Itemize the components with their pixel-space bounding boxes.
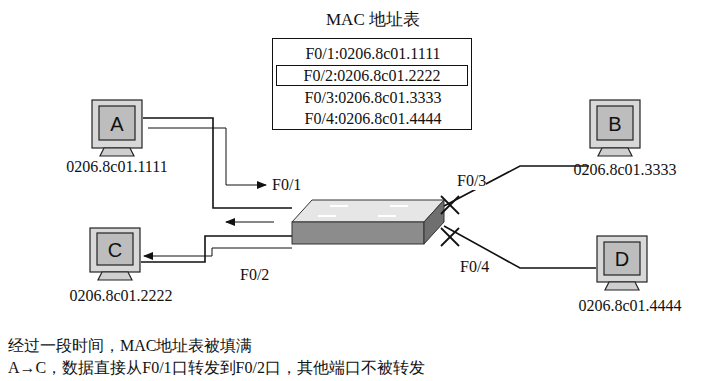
port-label: F0/4 [460, 258, 489, 276]
cable [141, 118, 596, 268]
computer: C0206.8c01.2222 [97, 233, 133, 265]
table-row: F0/1:0206.8c01.1111 [305, 45, 440, 63]
mac-address: 0206.8c01.4444 [578, 297, 681, 315]
computer: B0206.8c01.3333 [597, 106, 633, 140]
table-row: F0/2:0206.8c01.2222 [304, 67, 441, 85]
host-name: C [108, 239, 122, 261]
computer-icon [590, 100, 640, 156]
computer-icon [92, 100, 142, 156]
mac-address: 0206.8c01.3333 [573, 161, 676, 179]
port-label: F0/2 [240, 266, 269, 284]
port-label: F0/3 [457, 172, 486, 190]
caption-line: A→C，数据直接从F0/1口转发到F0/2口，其他端口不被转发 [8, 359, 425, 377]
computer: D0206.8c01.4444 [604, 242, 640, 275]
table-row: F0/3:0206.8c01.3333 [305, 89, 442, 107]
table-row: F0/4:0206.8c01.4444 [305, 110, 442, 128]
computer-icon [90, 228, 140, 280]
table-title: MAC 地址表 [326, 11, 420, 30]
mac-table: MAC 地址表F0/1:0206.8c01.1111F0/3:0206.8c01… [272, 38, 472, 130]
highlight-row: F0/2:0206.8c01.2222 [276, 65, 468, 86]
host-name: A [110, 113, 123, 135]
blocked-mark [441, 196, 459, 246]
flow-arrow [144, 128, 292, 256]
host-name: D [615, 248, 629, 270]
computer: A0206.8c01.1111 [99, 106, 135, 140]
mac-address: 0206.8c01.2222 [69, 287, 172, 305]
host-name: B [608, 113, 621, 135]
computer-icon [597, 236, 647, 290]
mac-address: 0206.8c01.1111 [66, 158, 167, 176]
port-label: F0/1 [272, 176, 301, 194]
switch-icon [292, 200, 444, 244]
caption-line: 经过一段时间，MAC地址表被填满 [8, 337, 252, 355]
